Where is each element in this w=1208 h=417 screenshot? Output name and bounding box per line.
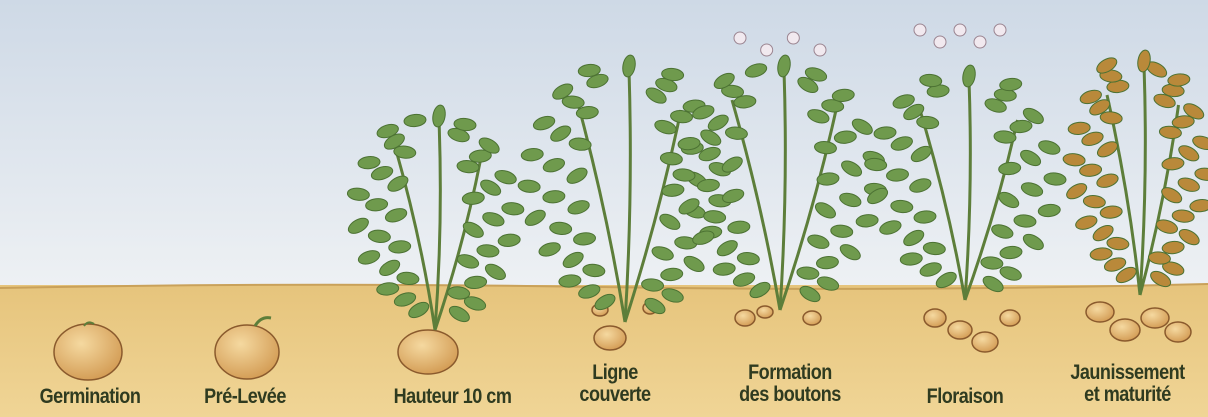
tuber: [803, 311, 821, 325]
flower: [787, 32, 799, 44]
sky: [0, 0, 1208, 290]
tuber: [948, 321, 972, 339]
stage-label-ligne-couverte: Ligne couverte: [555, 362, 675, 406]
tuber: [1086, 302, 1114, 322]
stage-label-germination: Germination: [21, 386, 159, 408]
tuber: [1141, 308, 1169, 328]
flower: [734, 32, 746, 44]
stage-label-hauteur: Hauteur 10 cm: [373, 386, 532, 408]
flower: [934, 36, 946, 48]
tuber: [594, 326, 626, 350]
flower: [954, 24, 966, 36]
stage-label-floraison: Floraison: [905, 386, 1025, 408]
flower: [814, 44, 826, 56]
stage-label-pre-levee: Pré-Levée: [185, 386, 305, 408]
tuber: [972, 332, 998, 352]
stage-label-jaunissement: Jaunissement et maturité: [1057, 362, 1199, 406]
tuber: [398, 330, 458, 374]
stage-label-formation-boutons: Formation des boutons: [717, 362, 863, 406]
tuber: [1000, 310, 1020, 326]
tuber: [1110, 319, 1140, 341]
tuber: [215, 325, 279, 379]
tuber: [54, 324, 122, 380]
tuber: [924, 309, 946, 327]
flower: [914, 24, 926, 36]
tuber: [735, 310, 755, 326]
tuber: [1165, 322, 1191, 342]
flower: [974, 36, 986, 48]
flower: [994, 24, 1006, 36]
flower: [761, 44, 773, 56]
tuber: [757, 306, 773, 318]
